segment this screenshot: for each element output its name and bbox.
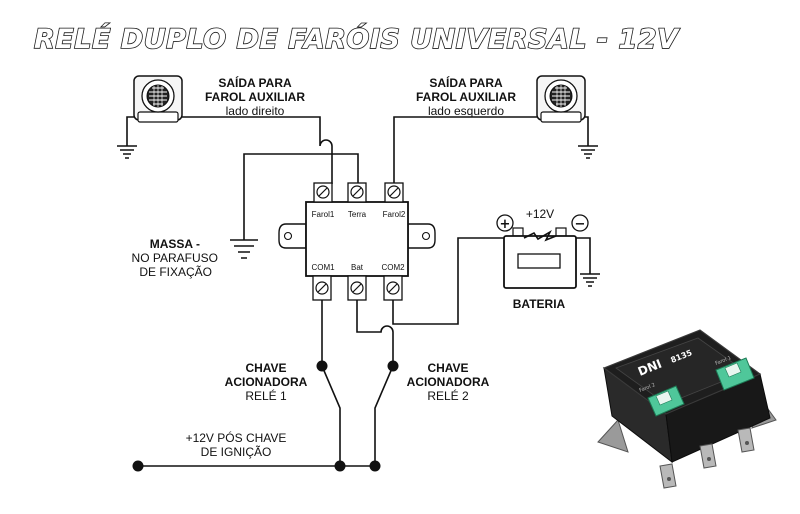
ignition-label-line1: +12V PÓS CHAVE [186, 430, 287, 445]
fuse-right-icon [715, 357, 755, 391]
wires [138, 116, 540, 467]
product-terminals [659, 427, 755, 489]
massa-label-line3: DE FIXAÇÃO [139, 265, 212, 279]
terminal-label-bat: Bat [351, 263, 364, 272]
massa-label-line1: MASSA - [150, 237, 200, 251]
massa-label-line2: NO PARAFUSO [132, 251, 218, 265]
battery-label: BATERIA [513, 297, 566, 311]
switch2-label-line1: CHAVE [427, 361, 468, 375]
right-lamp-ground-wire [585, 116, 589, 146]
switch2-label-line3: RELÉ 2 [427, 388, 469, 403]
left-lamp-label-line2: FAROL AUXILIAR [205, 90, 305, 104]
switch2-label-line2: ACIONADORA [407, 375, 490, 389]
relay-top-terminals [313, 182, 404, 203]
left-lamp-label-line1: SAÍDA PARA [218, 75, 292, 90]
wire-terra [243, 153, 359, 240]
terminal-label-farol1: Farol1 [312, 210, 335, 219]
switch1-blade [321, 365, 341, 466]
right-lamp-label-line2: FAROL AUXILIAR [416, 90, 516, 104]
battery-icon [503, 227, 577, 289]
relay-right-ear [407, 223, 436, 249]
switch1-label-line1: CHAVE [245, 361, 286, 375]
wire-farol1 [180, 116, 333, 184]
battery-plus-sign: + [500, 217, 511, 232]
wire-farol2 [393, 116, 540, 184]
left-lamp-label-line3: lado direito [226, 104, 285, 118]
relay-left-ear [278, 223, 307, 249]
relay-body [305, 201, 409, 277]
wire-bat [356, 300, 394, 366]
product-fuse-label-1: Farol 1 [715, 355, 733, 367]
left-lamp-icon [133, 75, 183, 123]
battery-plus-icon [496, 214, 514, 232]
right-lamp-label-line1: SAÍDA PARA [429, 75, 503, 90]
massa-ground-icon [230, 239, 258, 259]
terminal-label-terra: Terra [348, 210, 367, 219]
relay-bottom-terminals [312, 275, 403, 301]
terminal-label-com2: COM2 [381, 263, 405, 272]
right-lamp-ground-icon [578, 145, 598, 159]
ignition-label-line2: DE IGNIÇÃO [201, 445, 272, 459]
switch2-bottom-dot [369, 460, 381, 472]
left-lamp-ground-icon [117, 145, 137, 159]
battery-ground-icon [580, 273, 600, 287]
battery-ground-wire [576, 237, 591, 274]
wire-battery-com2 [392, 237, 505, 325]
battery-minus-sign: − [575, 217, 586, 232]
switch2-blade [374, 365, 394, 466]
right-lamp-icon [536, 75, 586, 123]
terminal-label-com1: COM1 [311, 263, 335, 272]
right-lamp-label-line3: lado esquerdo [428, 104, 504, 118]
switch1-label-line3: RELÉ 1 [245, 388, 287, 403]
relay-block: Farol1 Terra Farol2 COM1 Bat COM2 [278, 182, 436, 301]
switch1-label-line2: ACIONADORA [225, 375, 308, 389]
terminal-label-farol2: Farol2 [383, 210, 406, 219]
left-lamp-ground-wire [126, 116, 134, 146]
spark-icon [523, 229, 557, 242]
product-fuse-label-2: Farol 2 [639, 382, 657, 394]
ignition-dot [132, 460, 144, 472]
fuse-left-icon [647, 385, 685, 417]
relay-product-photo: DNI 8135 Farol 2 Farol 1 [597, 329, 777, 489]
switch1-top-dot [316, 360, 328, 372]
switch1-bottom-dot [334, 460, 346, 472]
battery-minus-icon [571, 214, 589, 232]
switch2-top-dot [387, 360, 399, 372]
battery-voltage: +12V [526, 207, 554, 221]
diagram-title: RELÉ DUPLO DE FARÓIS UNIVERSAL - 12V [34, 23, 680, 55]
